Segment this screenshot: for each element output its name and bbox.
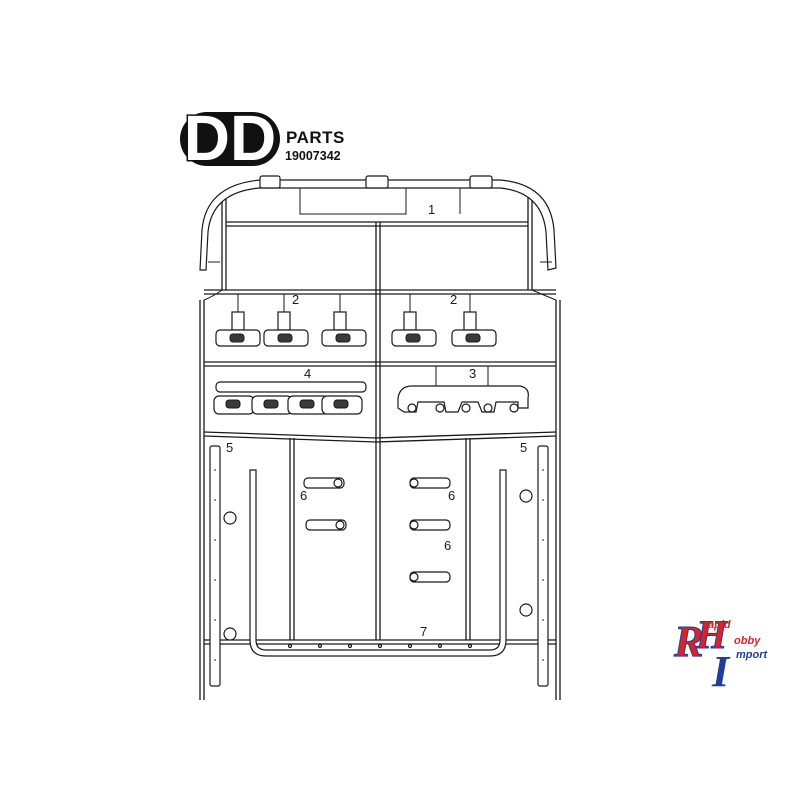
sprue-frame [199,196,561,700]
part-number-2-left: 2 [292,292,299,307]
parts-code: 19007342 [285,149,341,163]
part-6-bracket [305,519,347,531]
logo-word-apid: apid [708,619,731,631]
sprue-letter-badge: DD [180,108,280,168]
part-2-group-right [391,294,497,347]
part-6-bracket [409,571,451,583]
part-number-5-left: 5 [226,440,233,455]
part-number-2-right: 2 [450,292,457,307]
logo-letter-i: I [711,647,731,688]
sprue-letters: DD [184,108,276,168]
part-5-right-rail [519,445,549,687]
part-1-top-rail [199,175,557,271]
part-number-6-left: 6 [300,488,307,503]
logo-letter-h: H [695,612,729,657]
parts-label: PARTS [286,128,345,147]
part-6-bracket [303,477,345,489]
rapid-hobby-import-logo: R I H apid obby mport [673,612,769,688]
logo-word-obby: obby [734,635,761,647]
part-number-5-right: 5 [520,440,527,455]
part-6-bracket [409,477,451,489]
part-6-bracket [409,519,451,531]
badge-background [180,112,280,166]
part-number-3: 3 [469,366,476,381]
part-5-left-rail [209,445,237,687]
logo-word-mport: mport [736,649,769,661]
part-7-u-bar [249,469,507,657]
part-4-group [213,381,367,415]
part-number-6-right-a: 6 [448,488,455,503]
part-2-group-left [215,294,367,347]
logo-letter-r: R [673,617,703,666]
part-3 [397,366,529,413]
part-number-4: 4 [304,366,311,381]
part-number-7: 7 [420,624,427,639]
part-number-1: 1 [428,202,435,217]
part-number-6-right-b: 6 [444,538,451,553]
